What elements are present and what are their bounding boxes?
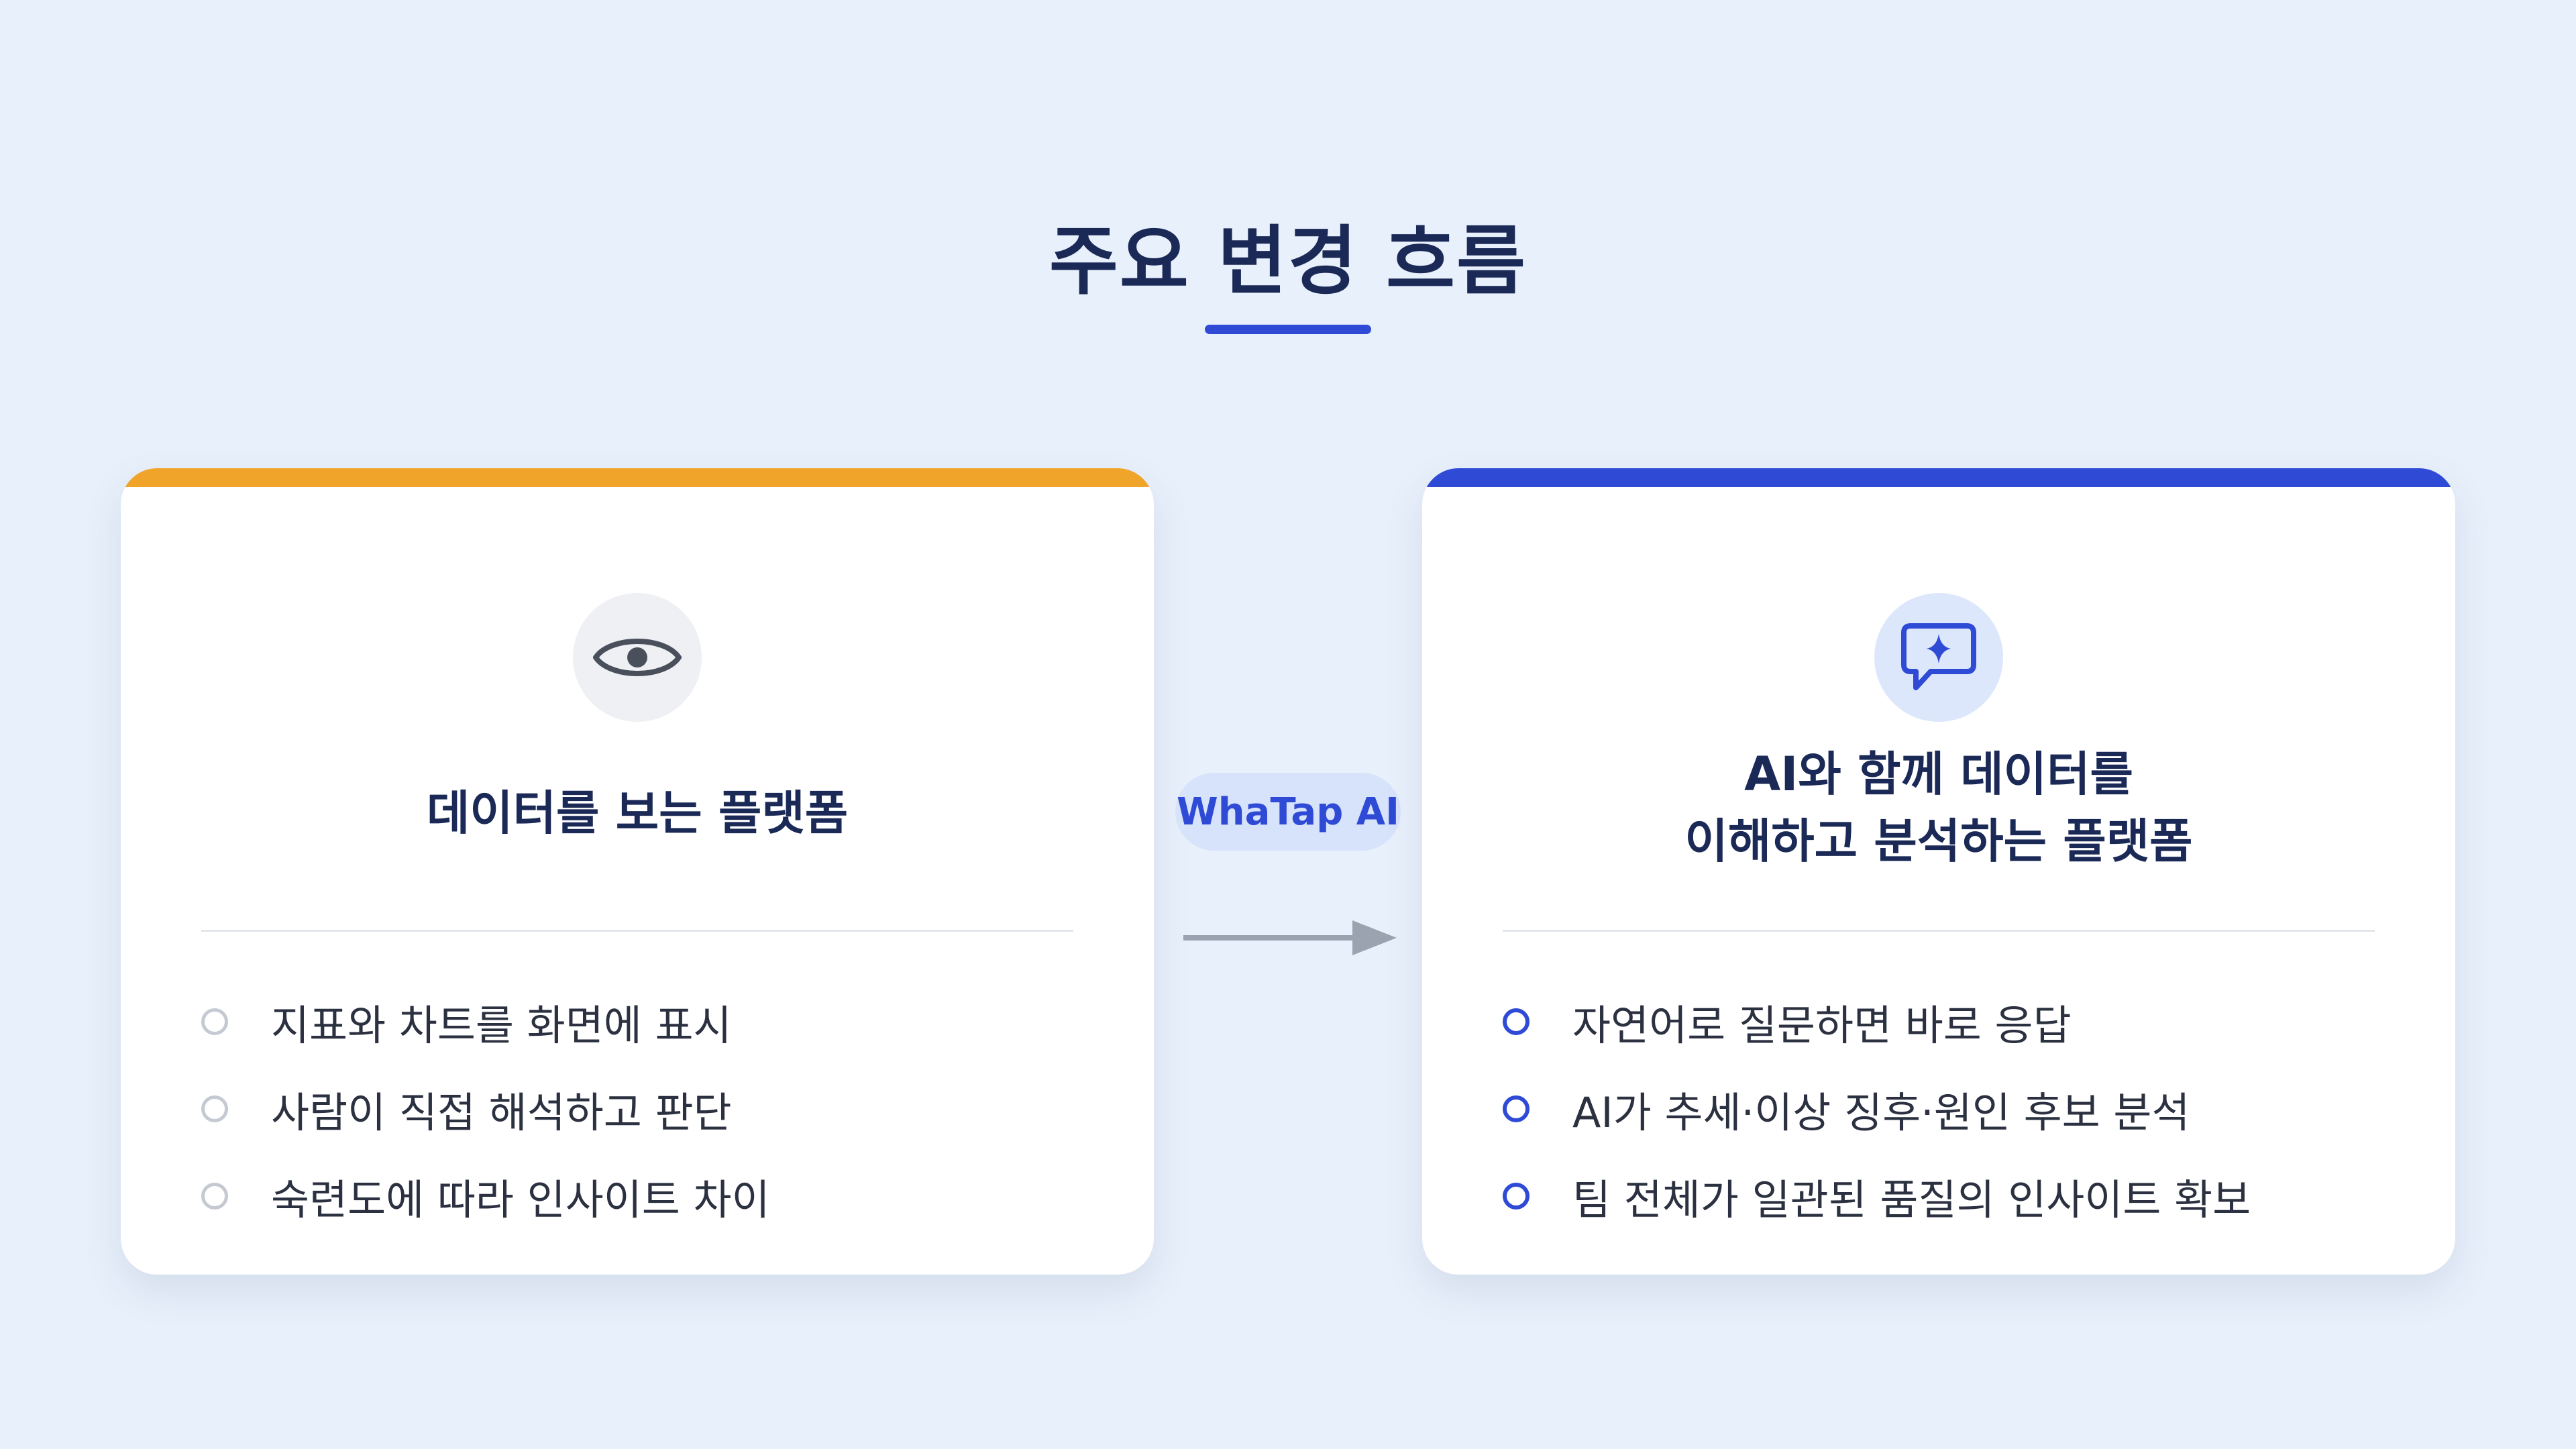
list-item-text: AI가 추세·이상 징후·원인 후보 분석 xyxy=(1572,1088,2190,1137)
card-after-heading: AI와 함께 데이터를 이해하고 분석하는 플랫폼 xyxy=(1422,741,2455,875)
card-after-divider xyxy=(1503,930,2375,932)
bullet-circle-icon xyxy=(201,1095,228,1122)
bullet-circle-icon xyxy=(1503,1008,1529,1035)
list-item: AI가 추세·이상 징후·원인 후보 분석 xyxy=(1503,1065,2402,1152)
card-before: 데이터를 보는 플랫폼 지표와 차트를 화면에 표시 사람이 직접 해석하고 판… xyxy=(121,468,1154,1275)
list-item: 지표와 차트를 화면에 표시 xyxy=(201,978,1100,1065)
list-item-text: 사람이 직접 해석하고 판단 xyxy=(271,1088,732,1137)
whatap-ai-badge: WhaTap AI xyxy=(1175,773,1401,851)
list-item-text: 자연어로 질문하면 바로 응답 xyxy=(1572,1001,2072,1050)
list-item-text: 팀 전체가 일관된 품질의 인사이트 확보 xyxy=(1572,1175,2251,1224)
page-title: 주요 변경 흐름 xyxy=(1049,218,1527,305)
list-item: 숙련도에 따라 인사이트 차이 xyxy=(201,1152,1100,1240)
card-before-icon-circle xyxy=(573,593,702,722)
arrow-right-icon xyxy=(1183,920,1397,955)
bullet-circle-icon xyxy=(1503,1095,1529,1122)
card-after-accent-bar xyxy=(1422,468,2455,487)
bullet-circle-icon xyxy=(201,1183,228,1210)
list-item: 팀 전체가 일관된 품질의 인사이트 확보 xyxy=(1503,1152,2402,1240)
bullet-circle-icon xyxy=(201,1008,228,1035)
card-after: AI와 함께 데이터를 이해하고 분석하는 플랫폼 자연어로 질문하면 바로 응… xyxy=(1422,468,2455,1275)
card-before-accent-bar xyxy=(121,468,1154,487)
list-item-text: 숙련도에 따라 인사이트 차이 xyxy=(271,1175,770,1224)
list-item-text: 지표와 차트를 화면에 표시 xyxy=(271,1001,732,1050)
title-underline xyxy=(1205,325,1371,334)
card-before-divider xyxy=(201,930,1073,932)
card-before-heading-line: 데이터를 보는 플랫폼 xyxy=(426,786,849,841)
bullet-circle-icon xyxy=(1503,1183,1529,1210)
card-before-list: 지표와 차트를 화면에 표시 사람이 직접 해석하고 판단 숙련도에 따라 인사… xyxy=(201,978,1100,1240)
card-after-heading-line: AI와 함께 데이터를 xyxy=(1744,747,2133,802)
ai-chat-sparkle-icon xyxy=(1901,623,1976,690)
card-after-icon-circle xyxy=(1874,593,2003,722)
card-after-list: 자연어로 질문하면 바로 응답 AI가 추세·이상 징후·원인 후보 분석 팀 … xyxy=(1503,978,2402,1240)
card-after-heading-line: 이해하고 분석하는 플랫폼 xyxy=(1684,814,2193,869)
list-item: 사람이 직접 해석하고 판단 xyxy=(201,1065,1100,1152)
list-item: 자연어로 질문하면 바로 응답 xyxy=(1503,978,2402,1065)
eye-icon xyxy=(593,639,682,676)
card-before-heading: 데이터를 보는 플랫폼 xyxy=(121,780,1154,847)
